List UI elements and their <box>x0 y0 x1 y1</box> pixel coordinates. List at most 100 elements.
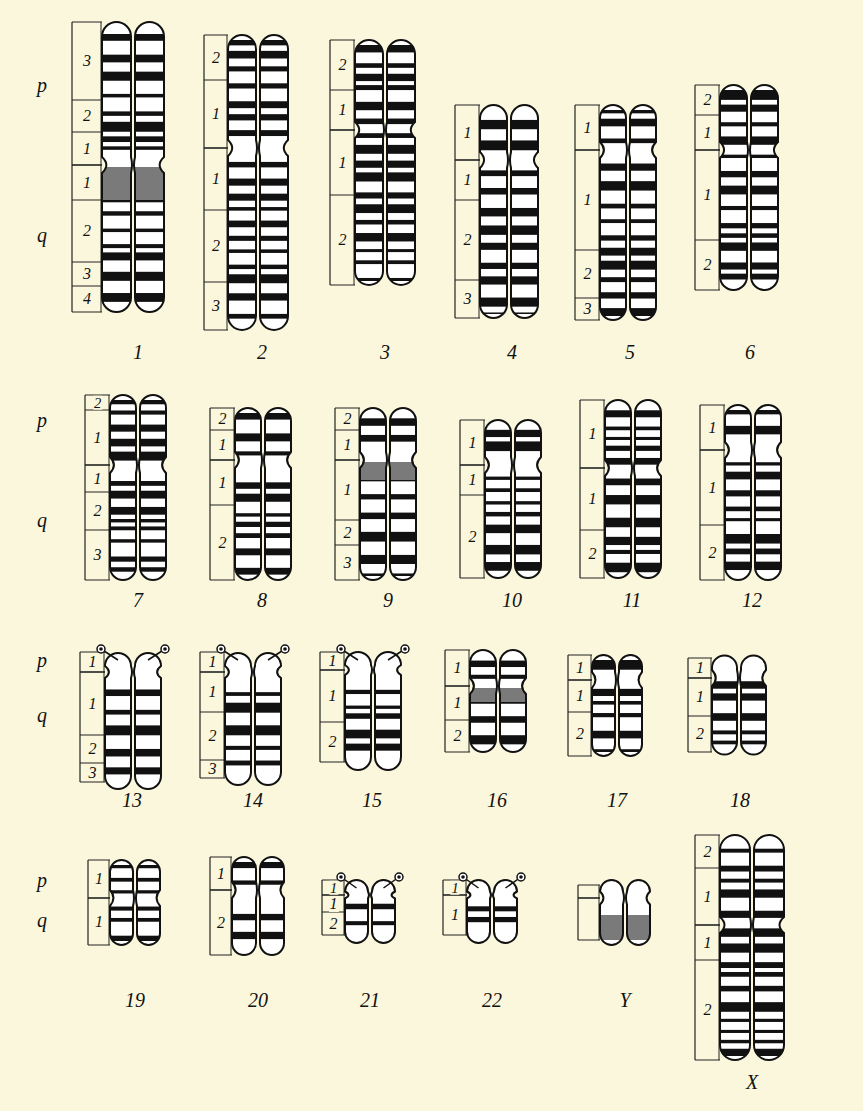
dark-band <box>258 293 290 300</box>
chromosome-number: 4 <box>506 342 518 362</box>
dark-band <box>353 102 385 110</box>
dark-band <box>723 562 753 570</box>
region-number: 1 <box>708 480 718 496</box>
chromatid-outline <box>750 85 778 290</box>
dark-band <box>509 276 540 284</box>
dark-band <box>753 462 783 465</box>
chromatid-outline <box>264 408 291 580</box>
dark-band <box>753 507 783 512</box>
dark-band <box>100 34 133 41</box>
dark-band <box>258 914 286 920</box>
ruler-tick <box>445 650 470 651</box>
chromatid-outline <box>720 835 751 1060</box>
region-number: 2 <box>218 411 228 427</box>
region-number: 1 <box>453 660 463 676</box>
dark-band <box>752 986 786 992</box>
dark-band <box>633 537 663 545</box>
dark-band <box>353 249 385 252</box>
dark-band <box>718 972 752 977</box>
arm-label: p <box>36 870 48 890</box>
dark-band <box>633 563 663 573</box>
ruler-tick <box>204 210 228 211</box>
dark-band <box>598 119 628 127</box>
chromosome-number: 10 <box>501 590 523 610</box>
chromatid-bands <box>492 906 519 922</box>
region-number: 1 <box>453 695 463 711</box>
arm-label: q <box>36 705 48 725</box>
dark-band <box>373 744 403 751</box>
dark-band <box>133 34 166 41</box>
dark-band <box>263 513 293 516</box>
dark-band <box>509 243 540 250</box>
region-number: 1 <box>450 880 459 895</box>
dark-band <box>617 713 644 717</box>
ruler-line <box>209 408 210 580</box>
region-number: 2 <box>343 411 353 427</box>
dark-band <box>263 533 293 538</box>
dark-band <box>478 140 509 150</box>
chromatid-outline <box>510 105 538 318</box>
dark-band <box>492 906 519 911</box>
dark-band <box>230 914 258 920</box>
dark-band <box>133 749 163 757</box>
dark-band <box>353 192 385 198</box>
dark-band <box>226 83 258 88</box>
chromatid-outline <box>600 105 627 320</box>
ruler-tick <box>80 735 105 736</box>
dark-band <box>353 63 385 68</box>
chromatid-bands <box>358 418 388 576</box>
dark-band <box>100 293 133 302</box>
dark-band <box>133 72 166 81</box>
region-number: 2 <box>575 726 585 742</box>
dark-band <box>598 181 628 190</box>
dark-band <box>483 525 513 533</box>
dark-band <box>739 741 768 745</box>
dark-band <box>138 425 168 432</box>
dark-band <box>498 716 528 723</box>
dark-band <box>598 219 628 223</box>
chromatid-outline <box>592 655 616 756</box>
dark-band <box>633 410 663 417</box>
arm-label: p <box>36 410 48 430</box>
chromatid-bands <box>370 904 397 925</box>
dark-band <box>133 272 166 281</box>
ruler-line <box>199 652 200 778</box>
chromatid-body <box>374 652 401 770</box>
dark-band <box>603 550 633 554</box>
dark-band <box>753 472 783 480</box>
ruler-tick <box>330 90 355 91</box>
dark-band <box>718 122 749 126</box>
chromatid-body <box>110 860 134 945</box>
ruler-tick <box>580 578 605 579</box>
dark-band <box>509 225 540 234</box>
dark-band <box>133 293 166 302</box>
region-number: 4 <box>82 291 92 307</box>
dark-band <box>233 548 263 555</box>
ruler-tick <box>700 405 725 406</box>
ruler-tick <box>335 430 360 431</box>
dark-band <box>718 233 749 238</box>
region-number: 1 <box>218 437 228 453</box>
ruler-line <box>334 408 335 580</box>
dark-band <box>718 105 749 112</box>
ruler-tick <box>455 105 480 106</box>
chromatid-bands <box>752 849 786 1056</box>
region-number: 1 <box>94 871 104 887</box>
dark-band <box>478 263 509 269</box>
region-number: 3 <box>463 291 473 307</box>
dark-band <box>628 261 658 270</box>
dark-band <box>749 186 780 195</box>
ruler-tick <box>204 330 228 331</box>
chromosome-number: 17 <box>606 790 628 810</box>
satellite <box>337 873 345 881</box>
ruler-tick <box>575 250 600 251</box>
chromatid-outline <box>720 85 748 290</box>
dark-band <box>253 692 283 696</box>
ruler-tick <box>445 720 470 721</box>
dark-band <box>617 701 644 705</box>
region-number: 1 <box>583 192 593 208</box>
dark-band <box>108 907 135 911</box>
ruler-tick <box>200 671 225 673</box>
chromosome-number: 21 <box>359 990 381 1010</box>
ruler-tick <box>320 669 345 671</box>
